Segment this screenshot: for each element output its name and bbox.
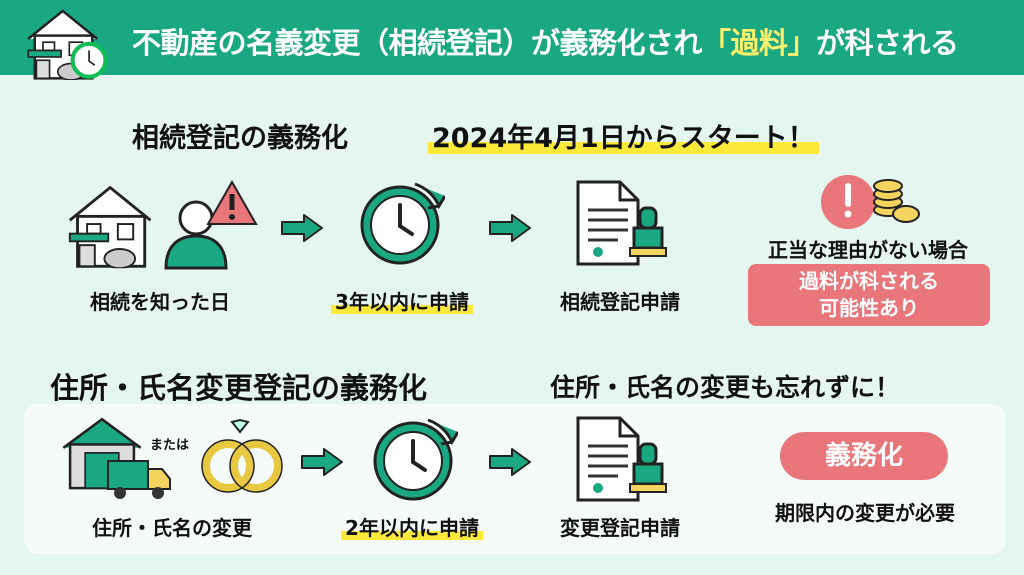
house-icon bbox=[66, 180, 162, 270]
arrow-right-icon bbox=[280, 213, 324, 243]
fine-text-line1: 過料が科される bbox=[799, 269, 939, 293]
step-label: 住所・氏名の変更 bbox=[92, 516, 252, 540]
arrow-right-icon bbox=[300, 447, 344, 477]
step-label: 相続を知った日 bbox=[90, 290, 230, 314]
arrow-right-icon bbox=[488, 213, 532, 243]
clock-icon bbox=[368, 414, 458, 504]
mandatory-badge: 義務化 bbox=[780, 432, 948, 480]
warning-condition: 正当な理由がない場合 bbox=[768, 238, 968, 262]
header-banner bbox=[0, 0, 1024, 75]
section1-title: 相続登記の義務化 bbox=[132, 123, 348, 154]
clock-icon bbox=[355, 178, 445, 268]
truck-icon bbox=[107, 460, 171, 499]
house-clock-icon bbox=[20, 6, 108, 80]
section2-title: 住所・氏名変更登記の義務化 bbox=[50, 371, 428, 405]
or-label: または bbox=[150, 438, 190, 453]
document-stamp-icon bbox=[568, 414, 668, 504]
page-title: 不動産の名義変更（相続登記）が義務化され「過料」が科される bbox=[132, 26, 959, 60]
deadline-note: 期限内の変更が必要 bbox=[775, 501, 955, 525]
fine-warning-box: 過料が科される可能性あり bbox=[748, 264, 990, 326]
step-label: 相続登記申請 bbox=[560, 290, 680, 314]
step-label: 変更登記申請 bbox=[560, 516, 680, 540]
person-warning-icon bbox=[164, 179, 258, 270]
section2-subtitle: 住所・氏名の変更も忘れずに！ bbox=[550, 373, 901, 402]
wedding-rings-icon bbox=[201, 418, 283, 493]
fine-text-line2: 可能性あり bbox=[819, 296, 919, 320]
start-date-highlight: 2024年4月1日からスタート！ bbox=[428, 123, 819, 154]
deadline-label: 2年以内に申請 bbox=[341, 516, 483, 540]
document-stamp-icon bbox=[568, 178, 668, 268]
deadline-label: 3年以内に申請 bbox=[331, 290, 473, 314]
arrow-right-icon bbox=[488, 447, 532, 477]
warning-coins-icon bbox=[821, 175, 920, 229]
